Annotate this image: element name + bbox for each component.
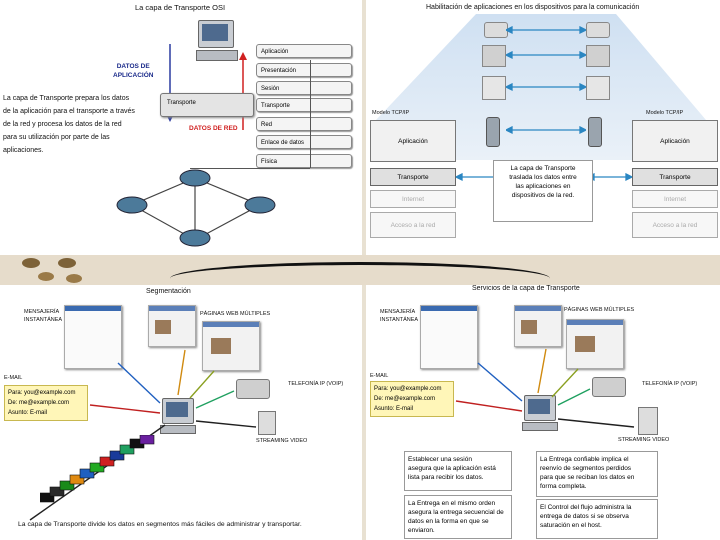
network-cable bbox=[190, 168, 310, 169]
segment-blocks bbox=[40, 435, 155, 503]
flow-arrows bbox=[455, 348, 635, 428]
device-printer bbox=[482, 76, 506, 100]
left-row-internet: Internet bbox=[370, 190, 456, 208]
web-label: PÁGINAS WEB MÚLTIPLES bbox=[200, 311, 271, 317]
left-model-label: Modelo TCP/IP bbox=[372, 110, 410, 116]
device-fax bbox=[482, 45, 506, 67]
panel-title: Segmentación bbox=[146, 288, 191, 295]
device-printer bbox=[586, 76, 610, 100]
device-cellphone bbox=[588, 117, 602, 147]
bead-icon bbox=[66, 274, 82, 283]
left-row-transport: Transporte bbox=[370, 168, 456, 186]
osi-layer-session: Sesión bbox=[256, 81, 352, 95]
email-box: Para: you@example.com De: me@example.com… bbox=[370, 381, 454, 417]
im-window bbox=[64, 305, 122, 369]
osi-layer-datalink: Enlace de datos bbox=[256, 135, 352, 149]
flow-control-note: El Control del flujo administra la entre… bbox=[536, 499, 658, 539]
right-model-label: Modelo TCP/IP bbox=[646, 110, 684, 116]
osi-layer-physical: Física bbox=[256, 154, 352, 168]
segmentation-caption: La capa de Transporte divide los datos e… bbox=[18, 521, 302, 528]
ip-phone-icon bbox=[236, 379, 270, 399]
ordered-delivery-note: La Entrega en el mismo orden asegura la … bbox=[404, 495, 512, 539]
transport-bar: Transporte bbox=[160, 93, 254, 117]
right-row-transport: Transporte bbox=[632, 168, 718, 186]
im-label: MENSAJERÍA INSTANTÁNEA bbox=[24, 309, 63, 323]
net-data-label: DATOS DE RED bbox=[189, 125, 238, 132]
reliable-delivery-note: La Entrega confiable implica el reenvío … bbox=[536, 451, 658, 497]
device-phone bbox=[484, 22, 508, 38]
left-row-network-access: Acceso a la red bbox=[370, 212, 456, 238]
web-page bbox=[202, 321, 260, 371]
right-row-internet: Internet bbox=[632, 190, 718, 208]
web-label: PÁGINAS WEB MÚLTIPLES bbox=[564, 307, 635, 313]
web-page bbox=[566, 319, 624, 369]
email-box: Para: you@example.com De: me@example.com… bbox=[4, 385, 88, 421]
im-window bbox=[420, 305, 478, 369]
osi-layer-application: Aplicación bbox=[256, 44, 352, 58]
voip-label: TELEFONÍA IP (VOIP) bbox=[642, 381, 698, 387]
bead-icon bbox=[22, 258, 40, 268]
app-data-label: DATOS DE APLICACIÓN bbox=[113, 63, 154, 79]
network-cable-vertical bbox=[310, 60, 311, 168]
panel-title: La capa de Transporte OSI bbox=[135, 3, 226, 12]
osi-layer-network: Red bbox=[256, 117, 352, 131]
osi-layer-transport: Transporte bbox=[256, 98, 352, 112]
ip-phone-icon bbox=[592, 377, 626, 397]
panel-transport-services: Servicios de la capa de Transporte MENSA… bbox=[366, 285, 720, 540]
voip-label: TELEFONÍA IP (VOIP) bbox=[288, 381, 344, 387]
email-label: E-MAIL bbox=[370, 373, 389, 379]
video-server-icon bbox=[638, 407, 658, 435]
right-row-application: Aplicación bbox=[632, 120, 718, 162]
bead-icon bbox=[58, 258, 76, 268]
osi-layer-presentation: Presentación bbox=[256, 63, 352, 77]
im-label: MENSAJERÍA INSTANTÁNEA bbox=[380, 309, 419, 323]
web-page bbox=[514, 305, 562, 347]
transport-note: La capa de Transporte traslada los datos… bbox=[493, 160, 593, 222]
osi-description: La capa de Transporte prepara los datos … bbox=[3, 95, 135, 154]
panel-title: Servicios de la capa de Transporte bbox=[472, 285, 580, 292]
panel-app-enabling: Habilitación de aplicaciones en los disp… bbox=[366, 0, 720, 255]
up-arrow-icon bbox=[239, 52, 247, 130]
video-label: STREAMING VIDEO bbox=[256, 438, 308, 444]
bead-icon bbox=[38, 272, 54, 281]
session-note: Establecer una sesión asegura que la apl… bbox=[404, 451, 512, 491]
device-arrows bbox=[506, 25, 586, 135]
panel-osi-transport: La capa de Transporte OSI DATOS DE APLIC… bbox=[0, 0, 362, 255]
device-phone bbox=[586, 22, 610, 38]
email-label: E-MAIL bbox=[4, 375, 23, 381]
router-network bbox=[116, 169, 276, 247]
video-label: STREAMING VIDEO bbox=[618, 437, 670, 443]
decorative-swirl bbox=[170, 262, 550, 295]
device-cellphone bbox=[486, 117, 500, 147]
web-page bbox=[148, 305, 196, 347]
device-fax bbox=[586, 45, 610, 67]
panel-title: Habilitación de aplicaciones en los disp… bbox=[426, 4, 640, 11]
right-row-network-access: Acceso a la red bbox=[632, 212, 718, 238]
left-row-application: Aplicación bbox=[370, 120, 456, 162]
panel-segmentation: Segmentación MENSAJERÍA INSTANTÁNEA PÁGI… bbox=[0, 285, 362, 540]
video-server-icon bbox=[258, 411, 276, 435]
